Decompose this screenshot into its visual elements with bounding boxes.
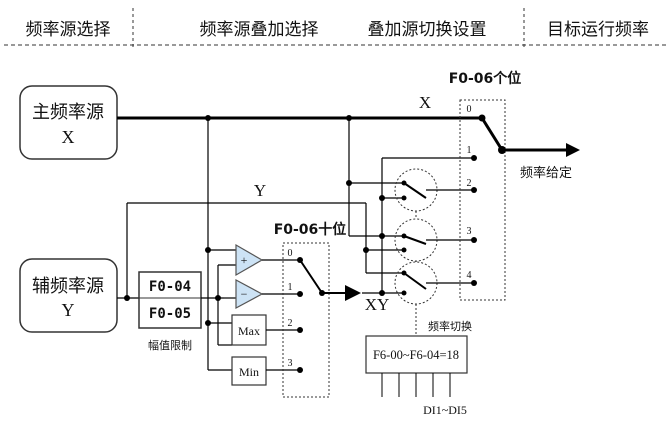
main-source-symbol: X	[62, 127, 75, 147]
output-arrow-icon	[566, 143, 580, 157]
tens-pos-1: 1	[288, 282, 293, 293]
output-label: 频率给定	[520, 165, 572, 181]
main-source-block: 主频率源 X	[19, 85, 118, 160]
min-label: Min	[239, 365, 259, 379]
limit-box	[138, 271, 202, 329]
sub-switch-contact	[401, 247, 407, 253]
units-pos-2: 2	[467, 178, 472, 189]
units-pos-1: 1	[467, 145, 472, 156]
amplitude-limit-block: F0-04 F0-05 幅值限制	[138, 264, 236, 352]
junction-dot	[379, 290, 385, 296]
header: 频率源选择 频率源叠加选择 叠加源切换设置 目标运行频率	[4, 8, 667, 48]
tens-contact-3	[297, 367, 303, 373]
main-source-box	[19, 85, 118, 160]
header-section-overlay-select: 频率源叠加选择	[200, 20, 319, 40]
max-block	[231, 314, 267, 346]
y-signal-label: Y	[254, 181, 266, 200]
units-contact-2	[471, 187, 477, 193]
aux-source-box	[19, 258, 118, 333]
di-code: F6-00~F6-04=18	[373, 348, 459, 362]
di-switch-block: 频率切换 F6-00~F6-04=18 DI1~DI5	[365, 319, 472, 417]
units-switch-blade	[480, 117, 504, 151]
di-inputs-label: DI1~DI5	[423, 403, 467, 417]
aux-source-block: 辅频率源 Y	[19, 258, 118, 333]
sub-switch-blade-2	[403, 182, 427, 199]
tens-contact-1	[297, 291, 303, 297]
sub-switch-blade-4	[403, 272, 427, 290]
subtractor-triangle	[235, 278, 264, 310]
subtractor-symbol: −	[241, 287, 248, 301]
min-block	[231, 356, 267, 386]
max-label: Max	[238, 324, 260, 338]
di-code-box	[365, 335, 468, 374]
tens-switch: F0-06十位 0 1 2 3 XY	[274, 157, 474, 398]
sub-switch-contact	[401, 270, 407, 276]
y-signal-wiring: Y	[117, 181, 402, 301]
sub-switch-contact	[401, 290, 407, 296]
sub-switch-contact	[401, 180, 407, 186]
operation-blocks: + − Max Min	[231, 243, 300, 386]
x-signal-wiring: X	[117, 93, 482, 371]
header-section-source-select: 频率源选择	[26, 20, 111, 40]
sub-switch-contact	[401, 233, 407, 239]
units-contact-4	[471, 280, 477, 286]
adder-triangle	[235, 243, 264, 277]
header-section-switch-setting: 叠加源切换设置	[368, 20, 487, 40]
units-pos-3: 3	[467, 226, 472, 237]
header-section-target-frequency: 目标运行频率	[547, 20, 649, 40]
limit-param-f0-05: F0-05	[149, 306, 191, 322]
units-switch-title: F0-06个位	[449, 70, 522, 87]
limit-caption: 幅值限制	[148, 339, 192, 352]
sub-switch-contact	[401, 195, 407, 201]
units-contact-3	[471, 237, 477, 243]
tens-contact-2	[297, 327, 303, 333]
adder-symbol: +	[241, 253, 248, 267]
xy-signal-label: XY	[365, 295, 390, 314]
units-switch-frame	[459, 99, 506, 301]
tens-pos-3: 3	[288, 358, 293, 369]
junction-dot	[379, 233, 385, 239]
aux-source-label: 辅频率源	[32, 276, 104, 297]
aux-source-symbol: Y	[62, 300, 75, 320]
units-pos-4: 4	[467, 270, 472, 281]
sub-switch-blade-3	[403, 235, 427, 245]
x-signal-label: X	[419, 93, 431, 112]
tens-pos-2: 2	[288, 318, 293, 329]
units-pos-0: 0	[467, 104, 472, 115]
main-source-label: 主频率源	[32, 102, 104, 123]
sub-switches	[394, 168, 474, 334]
units-switch: F0-06个位 0 1 2 3 4	[449, 70, 522, 301]
units-contact-1	[471, 155, 477, 161]
tens-switch-title: F0-06十位	[274, 221, 347, 238]
tens-pos-0: 0	[288, 248, 293, 259]
output: 频率给定	[502, 143, 580, 181]
limit-param-f0-04: F0-04	[149, 279, 191, 295]
tens-switch-blade	[299, 259, 323, 294]
di-caption: 频率切换	[428, 319, 472, 333]
